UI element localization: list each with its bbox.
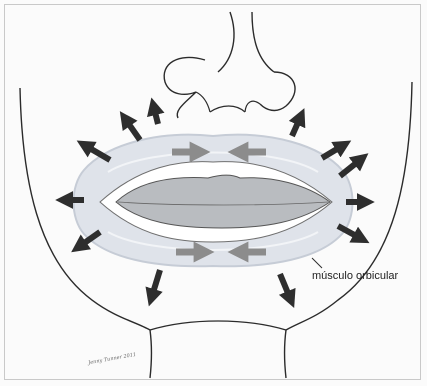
chin-crease bbox=[150, 321, 286, 330]
label-pointer-line bbox=[312, 258, 322, 268]
muscle-label: músculo orbicular bbox=[312, 270, 398, 282]
nose-bottom bbox=[210, 106, 245, 112]
arrow-outward-top-left-3 bbox=[154, 108, 158, 124]
arrow-outward-top-left-2 bbox=[126, 120, 140, 140]
nose-bridge-left bbox=[218, 12, 234, 72]
nose-bridge-right bbox=[252, 12, 274, 72]
nose-left-wing bbox=[164, 57, 205, 118]
arrow-outward-bottom-right-2 bbox=[280, 274, 290, 298]
arrow-outward-bottom-left-2 bbox=[152, 270, 160, 296]
arrow-outward-top-right-3 bbox=[340, 160, 360, 176]
arrow-outward-top-right-1 bbox=[292, 118, 300, 136]
arrow-outward-top-right-2 bbox=[322, 146, 342, 158]
nostril-left bbox=[196, 92, 210, 112]
nostril-right bbox=[245, 101, 260, 112]
nose-right-wing bbox=[260, 72, 295, 110]
